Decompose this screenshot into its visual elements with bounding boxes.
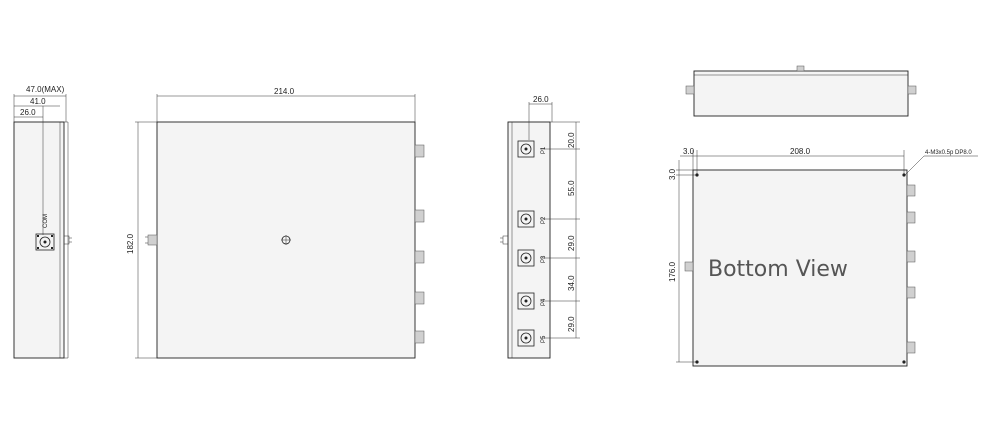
port-connector-4 [517,292,535,310]
bottom-view-label: Bottom View [708,257,848,282]
port-connector-icon [517,140,535,347]
top-view [685,65,917,117]
side-small-connector-icon [63,235,72,245]
port-spacing-4: 34.0 [567,275,576,291]
com-connector-icon [35,233,55,251]
bottom-view-body [692,169,908,367]
center-port-icon [281,235,291,245]
side-dim-41: 41.0 [30,97,46,106]
port-spacing-3: 29.0 [567,235,576,251]
side-dim-26: 26.0 [20,108,36,117]
port-spacing-1: 20.0 [567,132,576,148]
port-offset-dim: 26.0 [533,95,549,104]
bottom-offset-x-dim: 3.0 [683,147,695,156]
port-label-2: P2 [541,216,547,224]
port-view: 26.0 20.0 55.0 29.0 34.0 29.0 P1 P2 P3 P… [500,95,580,359]
port-connector-1 [517,140,535,158]
mounting-hole-icon [695,173,906,364]
front-right-connector-icon [414,144,425,344]
port-view-left-connector-icon [500,235,509,245]
front-left-connector-icon [145,234,158,246]
bottom-offset-y-dim: 3.0 [668,168,677,180]
top-view-left-connector-icon [685,85,695,95]
front-view: 214.0 182.0 [126,87,425,359]
port-label-1: P1 [541,146,547,154]
port-spacing-2: 55.0 [567,180,576,196]
bottom-right-connector-icon [906,184,916,354]
side-view: 47.0(MAX) 41.0 26.0 COM [13,85,72,359]
front-height-dim: 182.0 [126,233,135,254]
port-spacing-5: 29.0 [567,316,576,332]
port-label-4: P4 [541,298,547,306]
top-view-body [693,70,909,117]
port-labels: P1 P2 P3 P4 P5 [541,146,547,343]
port-connector-2 [517,210,535,228]
side-width-max-dim: 47.0(MAX) [26,85,65,94]
bottom-view: 3.0 208.0 4-M3x0.5p DP8.0 3.0 176.0 Bott… [668,147,978,367]
bottom-height-dim: 176.0 [668,261,677,282]
hole-note: 4-M3x0.5p DP8.0 [925,150,972,156]
bottom-left-connector-icon [684,261,694,272]
side-view-body [13,121,65,359]
top-view-right-connector-icon [907,85,917,95]
top-view-center-port-icon [796,65,805,72]
port-label-5: P5 [541,335,547,343]
front-width-dim: 214.0 [274,87,295,96]
port-label-3: P3 [541,255,547,263]
port-connector-5 [517,329,535,347]
port-connector-3 [517,249,535,267]
bottom-width-dim: 208.0 [790,147,811,156]
com-port-label: COM [43,214,49,228]
